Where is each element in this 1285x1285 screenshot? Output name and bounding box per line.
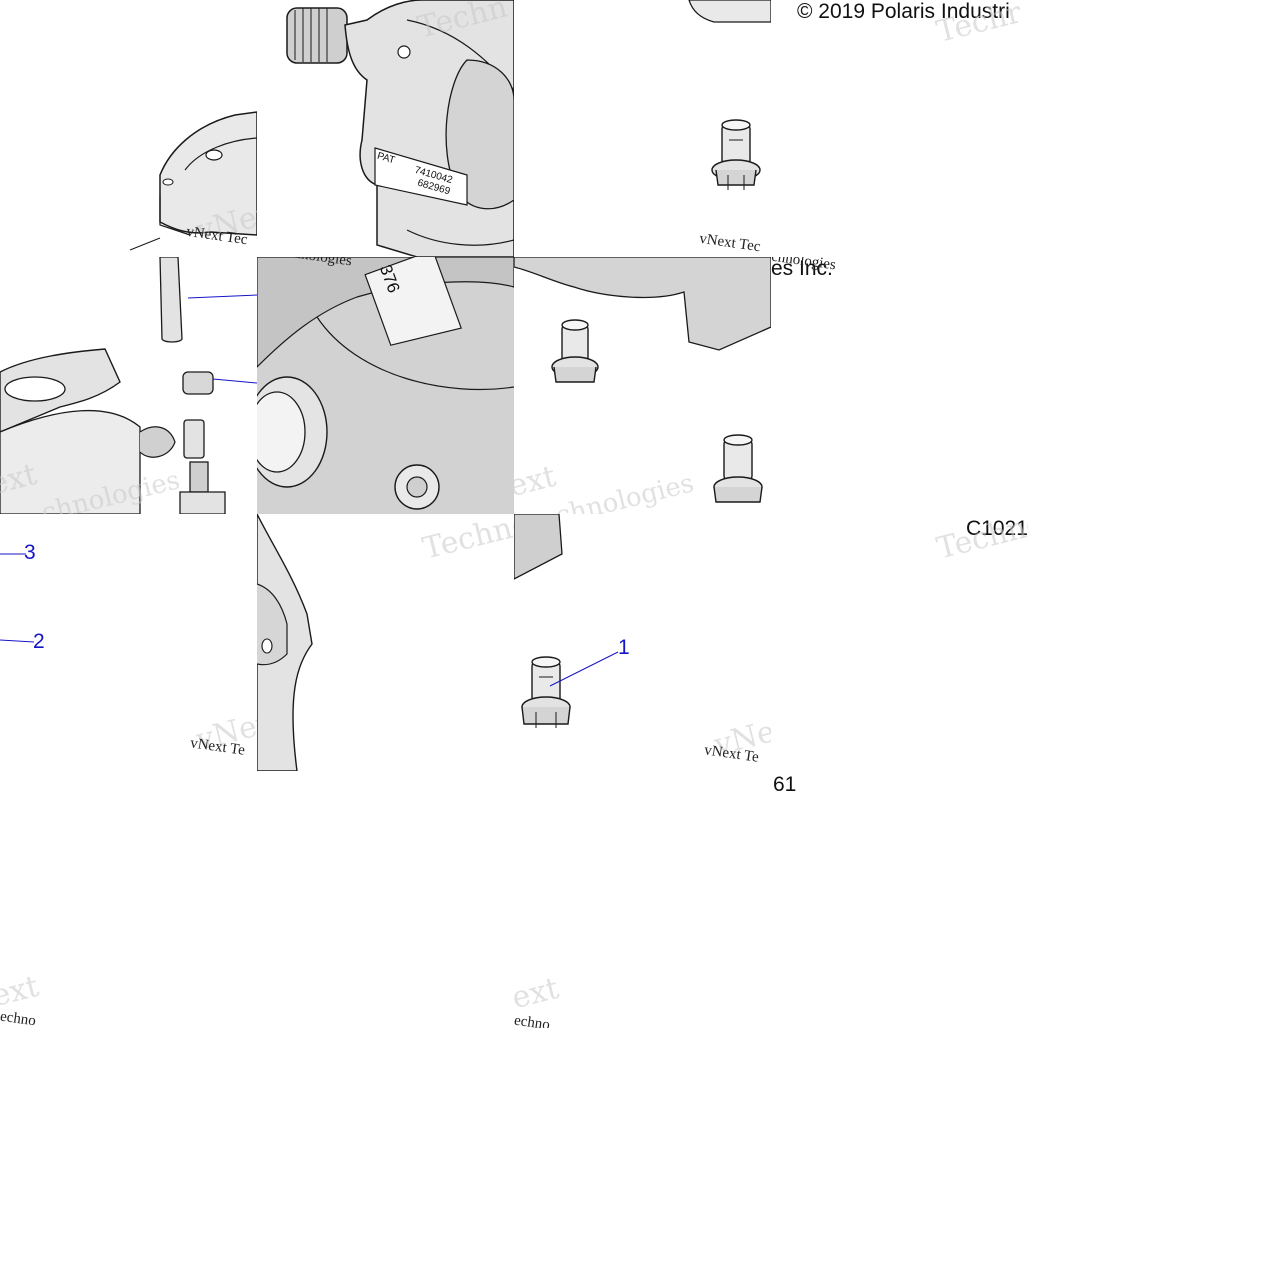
flange-bolt-upper — [711, 119, 761, 190]
callout-number-1: 1 — [618, 636, 630, 659]
bolt-callout-drawing — [514, 514, 619, 728]
figure-code-tail-text: 61 — [773, 773, 797, 796]
callout-leaders — [0, 553, 35, 643]
watermark: Technc — [933, 514, 1028, 567]
steering-gear-housing-drawing — [286, 0, 514, 257]
tile-r3-c3: 61 — [771, 771, 811, 811]
flange-bolt-callout-1 — [521, 656, 571, 728]
tile-r1-c3: es Inc. chnologies — [771, 257, 1028, 514]
tile-r3-c0: ext echno — [0, 771, 257, 1028]
watermark: ext — [514, 970, 563, 1017]
tile-r1-c2: ext chnologies — [514, 257, 771, 514]
bolts-drawing — [514, 257, 771, 503]
figure-code-text: C1021 — [966, 517, 1028, 540]
flange-housing-drawing — [129, 111, 257, 251]
housing-body-drawing — [257, 257, 514, 514]
tile-r2-c1: Techno — [257, 514, 514, 771]
watermark-text: echno — [0, 1008, 37, 1028]
tile-r0-c3: © 2019 Polaris Industri Techr — [771, 0, 1028, 257]
flange-bolt-middle-right — [713, 434, 763, 503]
housing-edge-drawing — [257, 514, 313, 771]
callout-number-2: 2 — [33, 630, 45, 653]
copyright-tail-text: es Inc. — [771, 257, 833, 280]
bolt-drawing — [688, 0, 771, 190]
tile-r3-c2: ext echno — [514, 771, 771, 1028]
copyright-text: © 2019 Polaris Industri — [797, 0, 1010, 23]
flange-bolt-middle-left — [551, 319, 599, 383]
tile-r0-c0: vNex vNext Tec — [0, 0, 257, 257]
tile-r0-c2: vNext Tec — [514, 0, 771, 257]
tile-r2-c0: 3 2 vNex vNext Te — [0, 514, 257, 771]
callout-number-3: 3 — [24, 541, 36, 564]
pin-and-fitting-drawing — [0, 257, 257, 514]
tile-r2-c3: C1021 Technc — [771, 514, 1028, 771]
tile-r2-c2: 1 vNex vNext Te — [514, 514, 771, 771]
tile-r1-c0: ext chnologies — [0, 257, 257, 514]
watermark: ext — [0, 968, 43, 1015]
watermark-text: echno — [514, 1012, 551, 1028]
tile-r1-c1: 376 chnologies — [257, 257, 514, 514]
tile-r0-c1: PAT 7410042 682969 Techn — [257, 0, 514, 257]
